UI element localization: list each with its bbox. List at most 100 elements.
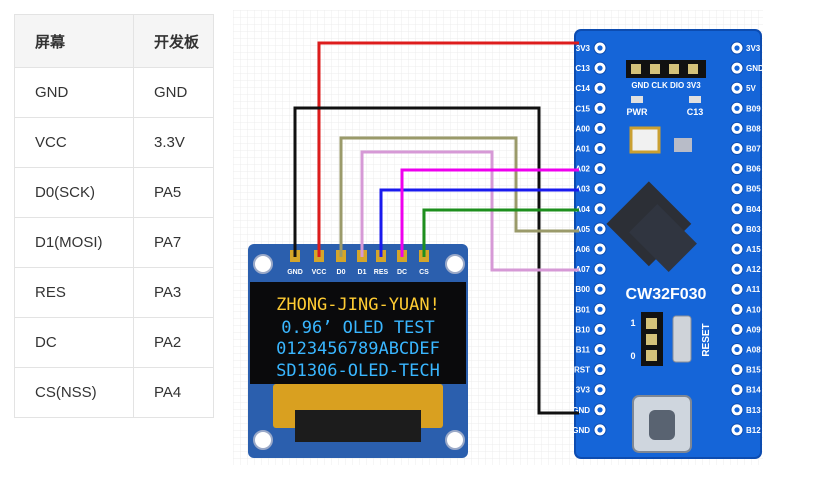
board-pin-label: B03 — [746, 225, 761, 234]
board-pin-label: B09 — [746, 104, 761, 113]
screen-pin-cell: RES — [14, 267, 134, 318]
board-pin-hole — [597, 407, 603, 413]
board-pin-hole — [734, 85, 740, 91]
board-pin-label: GND — [572, 426, 590, 435]
board-pin-label: GND — [572, 406, 590, 415]
board-pin-label: B15 — [746, 366, 761, 375]
board-pin-label: C13 — [575, 64, 590, 73]
board-pin-hole — [734, 226, 740, 232]
wire-cs — [422, 208, 579, 257]
board-pin-hole — [597, 105, 603, 111]
screen-pin-cell: GND — [14, 67, 134, 118]
oled-pin-label: RES — [374, 269, 389, 276]
board-pin-hole — [734, 166, 740, 172]
board-pin-hole — [734, 266, 740, 272]
c13-led — [689, 96, 701, 103]
board-pin-hole — [734, 286, 740, 292]
board-pin-hole — [734, 407, 740, 413]
wire-gnd — [293, 106, 579, 415]
mcu-chip — [606, 181, 697, 272]
oled-line-2: 0.96’ OLED TEST — [281, 318, 435, 338]
screen-pin-cell: D1(MOSI) — [14, 217, 134, 268]
board-pin-label: A15 — [746, 245, 761, 254]
board-pin-hole — [597, 387, 603, 393]
board-pin-hole — [597, 145, 603, 152]
board-pin-hole — [597, 427, 603, 433]
oled-pin-label: D0 — [337, 269, 346, 276]
board-pin-hole — [597, 367, 603, 373]
board-pin-label: A09 — [746, 325, 761, 334]
board-pin-label: A01 — [575, 145, 590, 154]
board-pin-cell: PA7 — [133, 217, 214, 268]
board-pin-hole — [597, 306, 603, 312]
board-pin-label: C14 — [575, 84, 590, 93]
board-pin-hole — [734, 306, 740, 312]
header-screen: 屏幕 — [14, 14, 134, 68]
pwr-led-label: PWR — [627, 107, 648, 117]
board-pin-label: A00 — [575, 124, 590, 133]
board-pin-cell: PA4 — [133, 367, 214, 418]
board-pin-hole — [597, 346, 603, 353]
board-pin-label: B11 — [576, 346, 591, 355]
board-pin-hole — [597, 45, 603, 51]
board-pin-label: A02 — [575, 165, 590, 174]
crystal — [674, 138, 692, 152]
mount-hole — [445, 254, 465, 274]
board-pin-hole — [734, 326, 740, 332]
board-pin-label: 3V3 — [576, 44, 591, 53]
oled-screen — [250, 282, 466, 384]
boot-label-1: 1 — [630, 318, 635, 328]
board-pin-cell: PA2 — [133, 317, 214, 368]
oled-pin-label: CS — [419, 269, 429, 276]
board-pin-cell: PA5 — [133, 167, 214, 218]
wire-dc — [400, 168, 579, 257]
board-pin-hole — [734, 65, 740, 71]
reset-button[interactable] — [672, 315, 692, 363]
board-pin-cell: PA3 — [133, 267, 214, 318]
board-pin-label: A06 — [575, 245, 590, 254]
board-pin-label: C15 — [575, 104, 590, 113]
board-pin-hole — [597, 186, 603, 192]
board-pin-cell: 3.3V — [133, 117, 214, 168]
table-row: D0(SCK)PA5 — [14, 167, 214, 218]
c13-led-label: C13 — [687, 107, 704, 117]
screen-pin-cell: CS(NSS) — [14, 367, 134, 418]
screen-pin-cell: D0(SCK) — [14, 167, 134, 218]
boot-label-0: 0 — [630, 351, 635, 361]
table-row: D1(MOSI)PA7 — [14, 217, 214, 268]
board-pin-label: 3V3 — [576, 386, 591, 395]
board-pin-hole — [597, 65, 603, 71]
board-pin-hole — [597, 125, 603, 131]
reset-label: RESET — [701, 323, 712, 356]
swd-header — [626, 60, 706, 78]
board-pin-hole — [597, 226, 603, 232]
board-pin-hole — [734, 206, 740, 212]
mount-hole — [253, 254, 273, 274]
board-pin-hole — [734, 427, 740, 433]
board-pin-hole — [734, 387, 740, 393]
board-pin-hole — [597, 85, 603, 91]
board-pin-label: B01 — [575, 305, 590, 314]
board-pin-hole — [597, 166, 603, 172]
board-pin-cell: GND — [133, 67, 214, 118]
header-board: 开发板 — [133, 14, 214, 68]
board-pin-hole — [597, 246, 603, 252]
board-pin-label: A05 — [575, 225, 590, 234]
dev-board: 3V3C13C14C15A00A01A02A03A04A05A06A07B00B… — [572, 29, 763, 459]
board-pin-label: RST — [574, 366, 590, 375]
board-pin-label: B04 — [746, 205, 761, 214]
board-pin-label: B06 — [746, 165, 761, 174]
table-header-row: 屏幕 开发板 — [14, 14, 214, 68]
mount-hole — [253, 430, 273, 450]
oled-pin-label: DC — [397, 269, 407, 276]
board-pin-label: A04 — [575, 205, 590, 214]
board-pin-hole — [597, 286, 603, 292]
wire-d1 — [360, 150, 579, 272]
oled-line-3: 0123456789ABCDEF — [276, 339, 440, 359]
board-pin-hole — [734, 105, 740, 111]
board-pin-label: B14 — [746, 386, 761, 395]
